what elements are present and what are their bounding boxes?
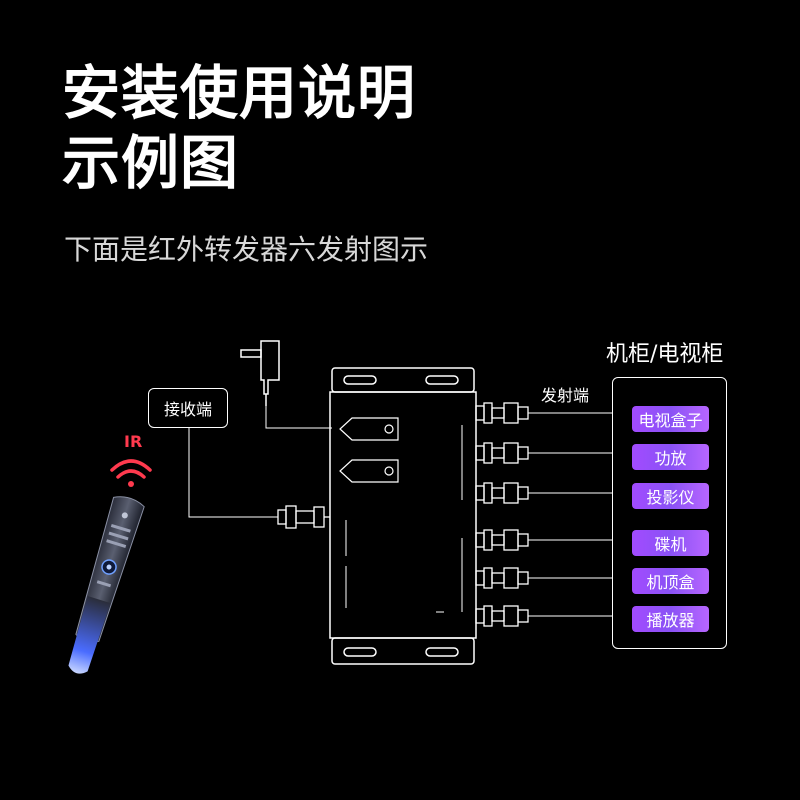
receiver-label: 接收端 <box>163 400 212 419</box>
cabinet-panel <box>612 377 727 649</box>
ir-signal-icon <box>110 459 152 487</box>
tag-icon <box>339 417 399 441</box>
ir-transponder-hub <box>329 367 477 665</box>
title-line-2: 示例图 <box>62 129 240 197</box>
device-set-top-box: 机顶盒 <box>632 568 709 594</box>
emitter-connectors <box>475 402 612 627</box>
receiver-box: 接收端 <box>148 388 228 428</box>
device-amplifier: 功放 <box>632 444 709 470</box>
tag-icon <box>339 459 399 483</box>
receiver-cable <box>188 428 278 518</box>
device-media-player: 播放器 <box>632 606 709 632</box>
device-disc-player: 碟机 <box>632 530 709 556</box>
ir-label: IR <box>124 432 143 451</box>
cabinet-label: 机柜/电视柜 <box>606 342 724 367</box>
receiver-jack-icon <box>277 505 330 529</box>
remote-control-icon <box>68 496 145 674</box>
power-cable <box>265 406 332 429</box>
title-line-1: 安装使用说明 <box>62 59 417 127</box>
diagram-subtitle: 下面是红外转发器六发射图示 <box>64 233 429 266</box>
page-title: 安装使用说明 示例图 <box>62 58 416 198</box>
emitter-label: 发射端 <box>541 386 590 405</box>
power-adapter-icon <box>240 340 280 406</box>
device-tv-box: 电视盒子 <box>632 406 709 432</box>
device-projector: 投影仪 <box>632 483 709 509</box>
